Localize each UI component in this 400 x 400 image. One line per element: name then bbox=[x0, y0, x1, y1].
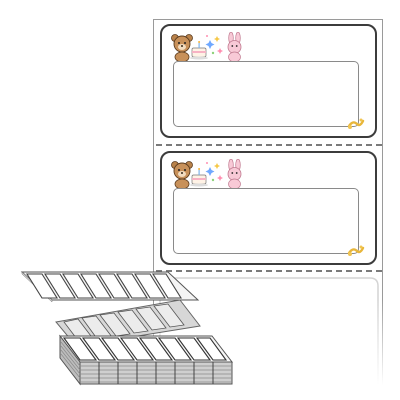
bunny-illustration-icon bbox=[227, 159, 242, 189]
label-1 bbox=[160, 24, 377, 138]
gold-ribbon-icon bbox=[347, 245, 365, 256]
bunny-illustration-icon bbox=[227, 32, 242, 62]
perforation-line bbox=[156, 144, 382, 146]
perforation-line bbox=[156, 270, 382, 272]
fanfold-top-layer bbox=[20, 271, 200, 303]
fanfold-bottom-stack bbox=[58, 334, 234, 386]
label-2 bbox=[160, 151, 377, 265]
gold-ribbon-icon bbox=[347, 118, 365, 129]
bear-illustration-icon bbox=[171, 34, 193, 62]
bear-illustration-icon bbox=[171, 161, 193, 189]
sparkle-confetti-icon bbox=[205, 162, 223, 182]
bear-bunny-cake-art bbox=[171, 159, 242, 189]
name-write-area bbox=[173, 61, 359, 127]
name-write-area bbox=[173, 188, 359, 254]
bear-bunny-cake-art bbox=[171, 32, 242, 62]
birthday-cake-icon bbox=[190, 168, 208, 187]
birthday-cake-icon bbox=[190, 41, 208, 60]
sparkle-confetti-icon bbox=[205, 35, 223, 55]
